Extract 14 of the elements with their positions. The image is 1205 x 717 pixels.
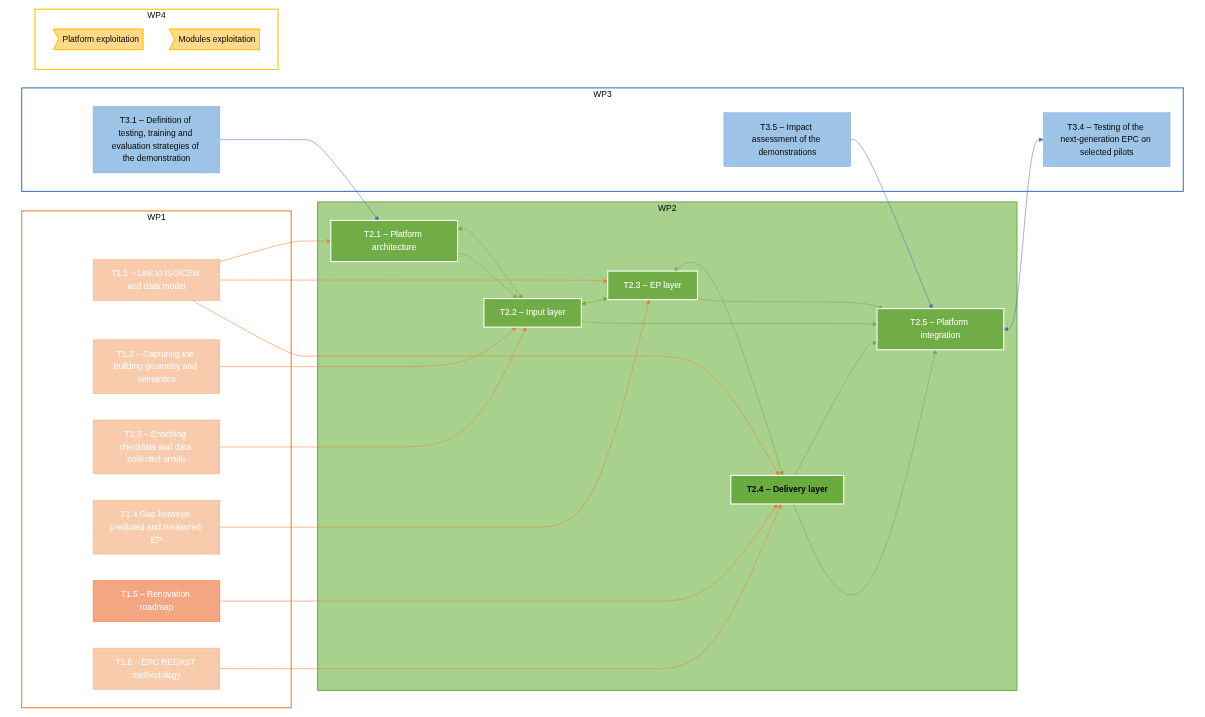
node-box: T3.4 – Testing of the next-generation EPC on selected pilots	[1043, 112, 1171, 167]
node-box: T2.4 – Delivery layer	[730, 474, 845, 505]
node-box: T1.1 – Link to ISO/CEN and data model	[92, 259, 221, 301]
node-box: T1.5 – Renovation roadmap	[92, 580, 221, 622]
node-box: T1.4 Gap between predicted and measured EP	[92, 500, 221, 555]
node-box: T3.5 – Impact assessment of the demonstrations	[723, 112, 851, 167]
node-box: T2.2 – Input layer	[483, 298, 582, 328]
node-box: T2.5 – Platform integration	[876, 308, 1005, 351]
node-box: T2.1 – Platform architecture	[330, 219, 459, 263]
node-box: T1.2 – Capturing the building geometry and semantics	[92, 339, 221, 394]
node-box: T3.1 – Definition of testing, training and evaluation strategies of the demonstration	[92, 106, 221, 174]
node-box: T1.6 – EPC RECAST methodology	[92, 647, 221, 690]
node-box: T2.3 – EP layer	[607, 270, 699, 301]
node-box: T1.3 – Enriching checklists and data collected onsite	[92, 419, 221, 475]
